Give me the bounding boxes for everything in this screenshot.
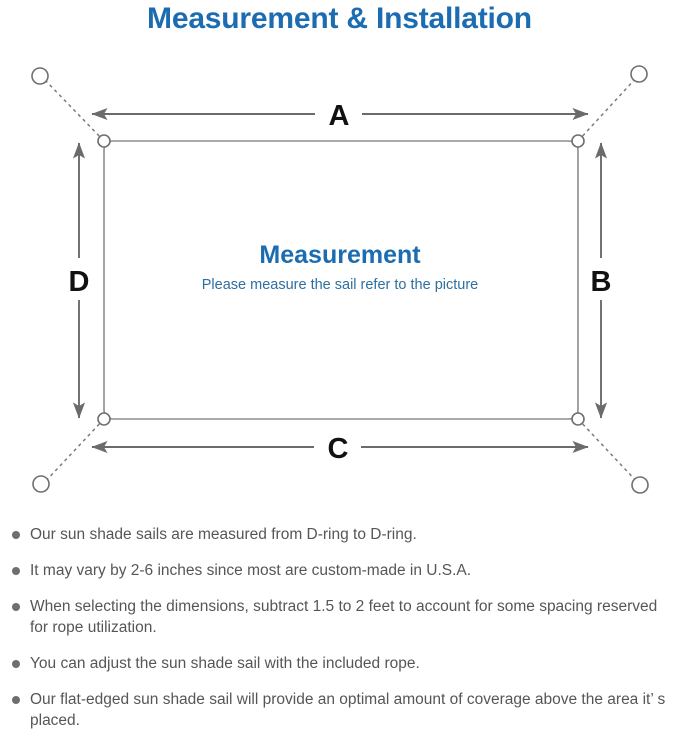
rope-bottom-left bbox=[42, 418, 105, 485]
d-ring-top-left bbox=[97, 134, 111, 148]
note-text: It may vary by 2-6 inches since most are… bbox=[30, 562, 472, 579]
d-ring-top-right bbox=[571, 134, 585, 148]
note-text: Our flat-edged sun shade sail will provi… bbox=[30, 691, 666, 729]
sail-body bbox=[103, 140, 579, 420]
list-item: You can adjust the sun shade sail with t… bbox=[0, 653, 679, 674]
note-text: Our sun shade sails are measured from D-… bbox=[30, 526, 417, 543]
list-item: It may vary by 2-6 inches since most are… bbox=[0, 560, 679, 581]
rope-bottom-right bbox=[577, 418, 640, 485]
bullet-icon bbox=[12, 567, 20, 575]
page-title: Measurement & Installation bbox=[147, 2, 532, 35]
rope-top-right bbox=[577, 76, 638, 142]
dimension-label-a: A bbox=[329, 100, 350, 132]
list-item: When selecting the dimensions, subtract … bbox=[0, 596, 679, 638]
dimension-label-c: C bbox=[328, 433, 349, 465]
bullet-icon bbox=[12, 603, 20, 611]
list-item: Our sun shade sails are measured from D-… bbox=[0, 524, 679, 545]
anchor-bottom-right bbox=[631, 476, 649, 494]
note-text: When selecting the dimensions, subtract … bbox=[30, 598, 658, 636]
note-text: You can adjust the sun shade sail with t… bbox=[30, 655, 420, 672]
anchor-top-right bbox=[630, 65, 648, 83]
notes-list: Our sun shade sails are measured from D-… bbox=[0, 524, 679, 731]
bullet-icon bbox=[12, 696, 20, 704]
d-ring-bottom-left bbox=[97, 412, 111, 426]
list-item: Our flat-edged sun shade sail will provi… bbox=[0, 689, 679, 731]
bullet-icon bbox=[12, 531, 20, 539]
dimension-label-d: D bbox=[69, 266, 90, 298]
dimension-label-b: B bbox=[591, 266, 612, 298]
rope-top-left bbox=[43, 78, 105, 142]
d-ring-bottom-right bbox=[571, 412, 585, 426]
bullet-icon bbox=[12, 660, 20, 668]
measurement-diagram: A C D B Measurement Please measure the s… bbox=[0, 48, 679, 518]
anchor-top-left bbox=[31, 67, 49, 85]
anchor-bottom-left bbox=[32, 475, 50, 493]
